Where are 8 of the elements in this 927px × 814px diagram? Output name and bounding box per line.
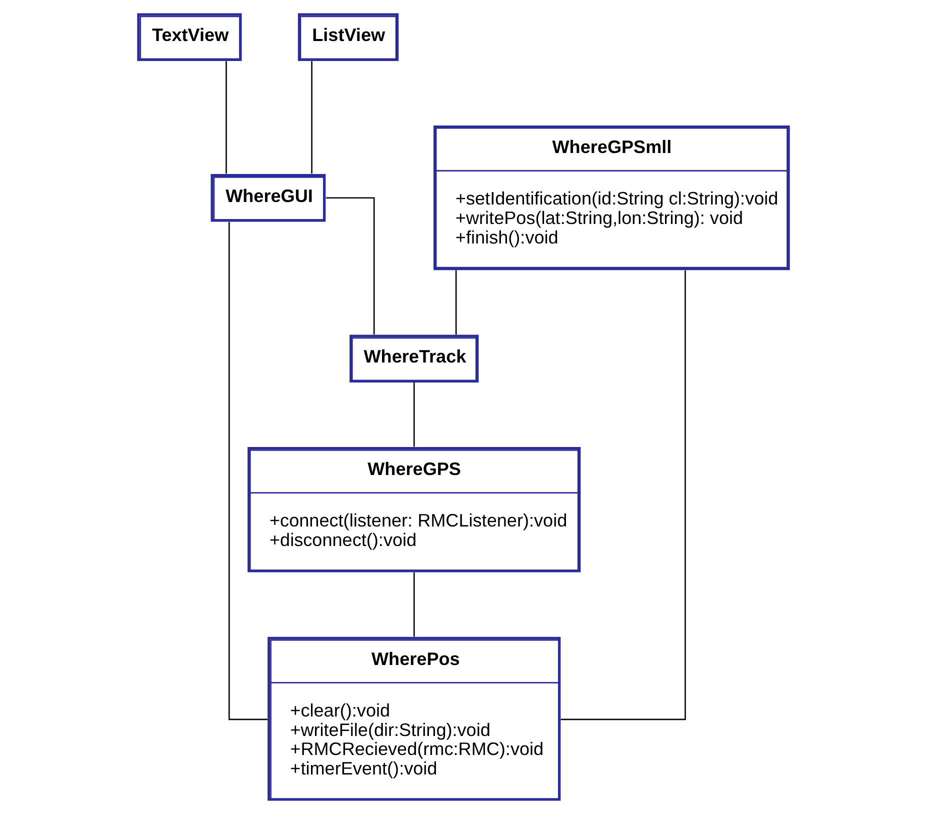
connector <box>326 197 375 335</box>
connector <box>228 222 268 720</box>
connector <box>311 61 312 174</box>
connector <box>560 270 686 720</box>
connector <box>226 61 227 174</box>
connector <box>413 382 415 447</box>
connector <box>455 270 457 335</box>
connector <box>413 572 415 637</box>
